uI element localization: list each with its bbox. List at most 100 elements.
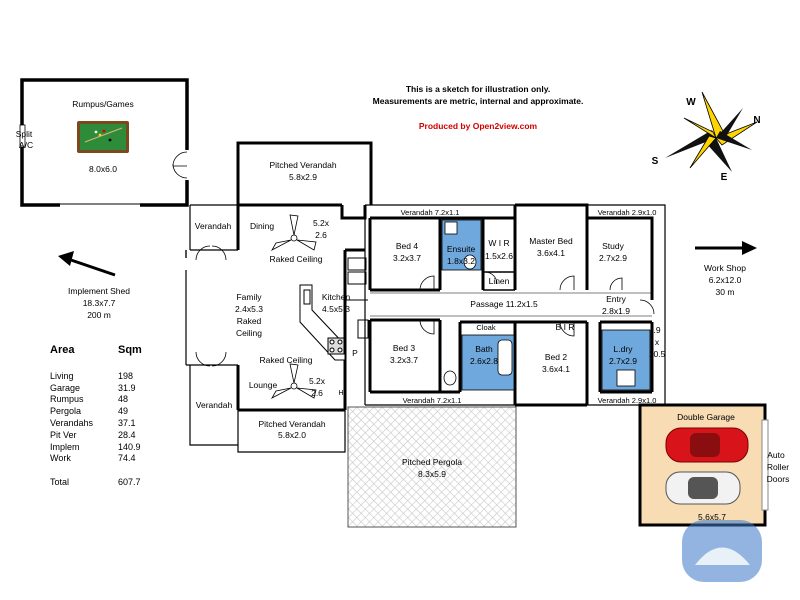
verandah-29-bottom: Verandah 2.9x1.0 — [597, 396, 657, 405]
auto-doors-3: Doors — [766, 474, 790, 484]
sqm-header: Sqm — [118, 344, 142, 356]
area-sqm: 28.4 — [118, 429, 136, 440]
pool-table-icon — [77, 121, 129, 153]
area-sqm: 37.1 — [118, 417, 136, 428]
compass-e: E — [720, 172, 728, 183]
ensuite-dim: 1.8x3.2 — [447, 256, 475, 266]
double-garage — [638, 403, 769, 527]
bedroom-wing-walls — [364, 203, 666, 407]
bed4-dim: 3.2x3.7 — [393, 253, 421, 263]
area-name: Garage — [50, 382, 81, 393]
pitched-verandah-top-dim: 5.8x2.9 — [289, 172, 317, 182]
auto-doors-2: Roller — [766, 462, 790, 472]
verandah-72-bottom: Verandah 7.2x1.1 — [402, 396, 462, 405]
cloak-label: Cloak — [476, 323, 496, 332]
family-line-1: Family — [236, 292, 262, 302]
implement-shed-1: Implement Shed — [68, 286, 130, 296]
area-sqm: 140.9 — [118, 441, 141, 452]
area-sqm: 48 — [118, 394, 129, 405]
pitched-verandah-top — [236, 141, 373, 205]
pergola-dim: 8.3x5.9 — [418, 469, 446, 479]
kitchen-bench — [299, 284, 346, 361]
total-label: Total — [50, 477, 70, 488]
rumpus-label: Rumpus/Games — [72, 99, 134, 109]
kitchen-dim: 4.5x5.3 — [322, 304, 350, 314]
pitched-pergola — [347, 406, 517, 528]
dining-dim-2: 2.6 — [315, 230, 327, 240]
master-bed-label: Master Bed — [529, 236, 573, 246]
bed2-label: Bed 2 — [544, 352, 568, 362]
entry-dim: 2.8x1.9 — [602, 306, 630, 316]
auto-doors-1: Auto — [767, 450, 785, 460]
wir-label: W I R — [488, 238, 510, 248]
area-sqm: 49 — [118, 406, 129, 417]
bed4-label: Bed 4 — [395, 241, 419, 251]
family-line-2: 2.4x5.3 — [235, 304, 263, 314]
bath-label: Bath — [475, 344, 493, 354]
bed2-dim: 3.6x4.1 — [542, 364, 570, 374]
garage-dim: 5.6x5.7 — [698, 512, 726, 522]
area-name: Implem — [50, 441, 80, 452]
car-red-icon — [665, 427, 749, 463]
implement-shed-2: 18.3x7.7 — [82, 298, 116, 308]
compass-n: N — [753, 115, 761, 126]
disclaimer-line-1: This is a sketch for illustration only. — [405, 84, 551, 94]
ceiling-fan-icon — [270, 363, 317, 399]
ceiling-fan-icon — [270, 214, 317, 251]
study-label: Study — [602, 241, 624, 251]
verandah-left-top: Verandah — [194, 221, 232, 231]
p-label: P — [352, 348, 358, 358]
pergola-label: Pitched Pergola — [401, 457, 463, 467]
open2view-logo-icon — [682, 520, 762, 582]
side-dim-1: .9 — [653, 325, 661, 335]
area-name: Pit Ver — [50, 429, 77, 440]
garage-label: Double Garage — [677, 412, 735, 422]
total-value: 607.7 — [118, 477, 141, 488]
raked-ceiling-top: Raked Ceiling — [269, 254, 323, 264]
workshop-2: 6.2x12.0 — [708, 275, 742, 285]
table-row: Garage 31.9 — [50, 383, 158, 395]
table-row: Verandahs 37.1 — [50, 418, 158, 430]
laundry-dim: 2.7x2.9 — [609, 356, 637, 366]
table-row: Work 74.4 — [50, 453, 158, 465]
wir-dim: 1.5x2.6 — [485, 251, 513, 261]
bedroom-doors — [419, 271, 655, 337]
h-label: H — [338, 390, 344, 397]
linen-label: Linen — [488, 276, 510, 286]
workshop-3: 30 m — [715, 287, 735, 297]
dining-label: Dining — [249, 221, 275, 231]
implement-shed-3: 200 m — [87, 310, 111, 320]
living-area-walls — [182, 203, 369, 453]
side-dim-2: x — [654, 337, 660, 347]
verandah-left-bottom: Verandah — [195, 400, 233, 410]
arrow-implement-shed-icon — [58, 251, 116, 277]
area-header: Area — [50, 344, 75, 356]
family-line-4: Ceiling — [236, 328, 262, 338]
pitched-verandah-top-label: Pitched Verandah — [269, 160, 337, 170]
produced-by-link[interactable]: Produced by Open2view.com — [418, 121, 538, 131]
split-ac-1: Split — [15, 129, 33, 139]
area-sqm: 31.9 — [118, 382, 136, 393]
area-name: Work — [50, 453, 71, 464]
ensuite-label: Ensuite — [446, 244, 476, 254]
pitched-verandah-bottom-dim: 5.8x2.0 — [278, 430, 306, 440]
car-white-icon — [665, 471, 741, 505]
rumpus-dim: 8.0x6.0 — [89, 164, 117, 174]
compass-rose-icon — [665, 91, 758, 172]
wet-areas — [441, 219, 651, 391]
kitchen-label: Kitchen — [321, 292, 351, 302]
lounge-dim-2: 2.6 — [311, 388, 323, 398]
area-sqm: 74.4 — [118, 453, 136, 464]
compass-s: S — [651, 156, 659, 167]
pitched-verandah-bottom-label: Pitched Verandah — [258, 419, 326, 429]
verandah-29-top: Verandah 2.9x1.0 — [597, 208, 657, 217]
verandah-72-top: Verandah 7.2x1.1 — [400, 208, 460, 217]
bir-label: B I R — [555, 322, 575, 332]
area-name: Verandahs — [50, 417, 94, 428]
disclaimer-line-2: Measurements are metric, internal and ap… — [372, 96, 584, 106]
